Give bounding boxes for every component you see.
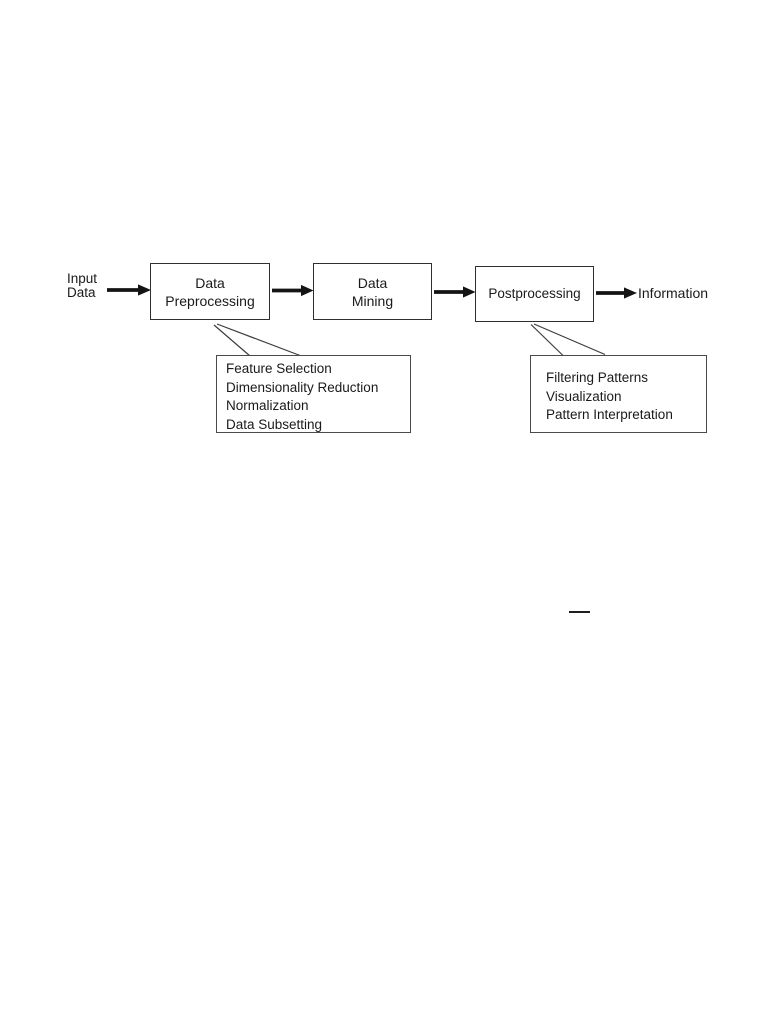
box-label-line1: Data: [195, 274, 225, 291]
callout-pointer-preprocessing: [213, 323, 301, 357]
callout-item: Filtering Patterns: [546, 370, 649, 385]
arrow-input-to-preprocessing: [107, 284, 151, 296]
input-data-label-line2: Data: [67, 285, 96, 300]
callout-item: Visualization: [546, 388, 622, 404]
callout-item: Dimensionality Reduction: [226, 379, 379, 395]
information-label: Information: [638, 285, 709, 301]
postprocessing-callout-box: Filtering Patterns Visualization Pattern…: [530, 355, 707, 433]
input-data-label-line1: Input: [67, 271, 98, 286]
process-box-data-preprocessing: Data Preprocessing: [150, 263, 270, 320]
process-box-data-mining: Data Mining: [313, 263, 432, 320]
preprocessing-callout-box: Feature Selection Dimensionality Reducti…: [216, 355, 411, 433]
callout-item: Normalization: [226, 398, 309, 413]
arrow-postprocessing-to-information: [596, 287, 637, 299]
box-label-line1: Data: [357, 274, 388, 291]
box-label-line2: Mining: [351, 292, 394, 309]
callout-pointer-postprocessing: [530, 323, 606, 356]
horizontal-rule-fragment: [569, 611, 590, 613]
input-data-label: Input Data: [67, 272, 97, 300]
arrow-preprocessing-to-mining: [272, 284, 314, 297]
callout-item: Pattern Interpretation: [546, 407, 673, 422]
box-label-line1: Postprocessing: [488, 286, 581, 301]
callout-item: Feature Selection: [226, 361, 332, 376]
arrow-mining-to-postprocessing: [434, 286, 476, 298]
box-label-line2: Preprocessing: [165, 292, 255, 309]
callout-item: Data Subsetting: [226, 416, 323, 432]
process-box-postprocessing: Postprocessing: [475, 266, 594, 322]
